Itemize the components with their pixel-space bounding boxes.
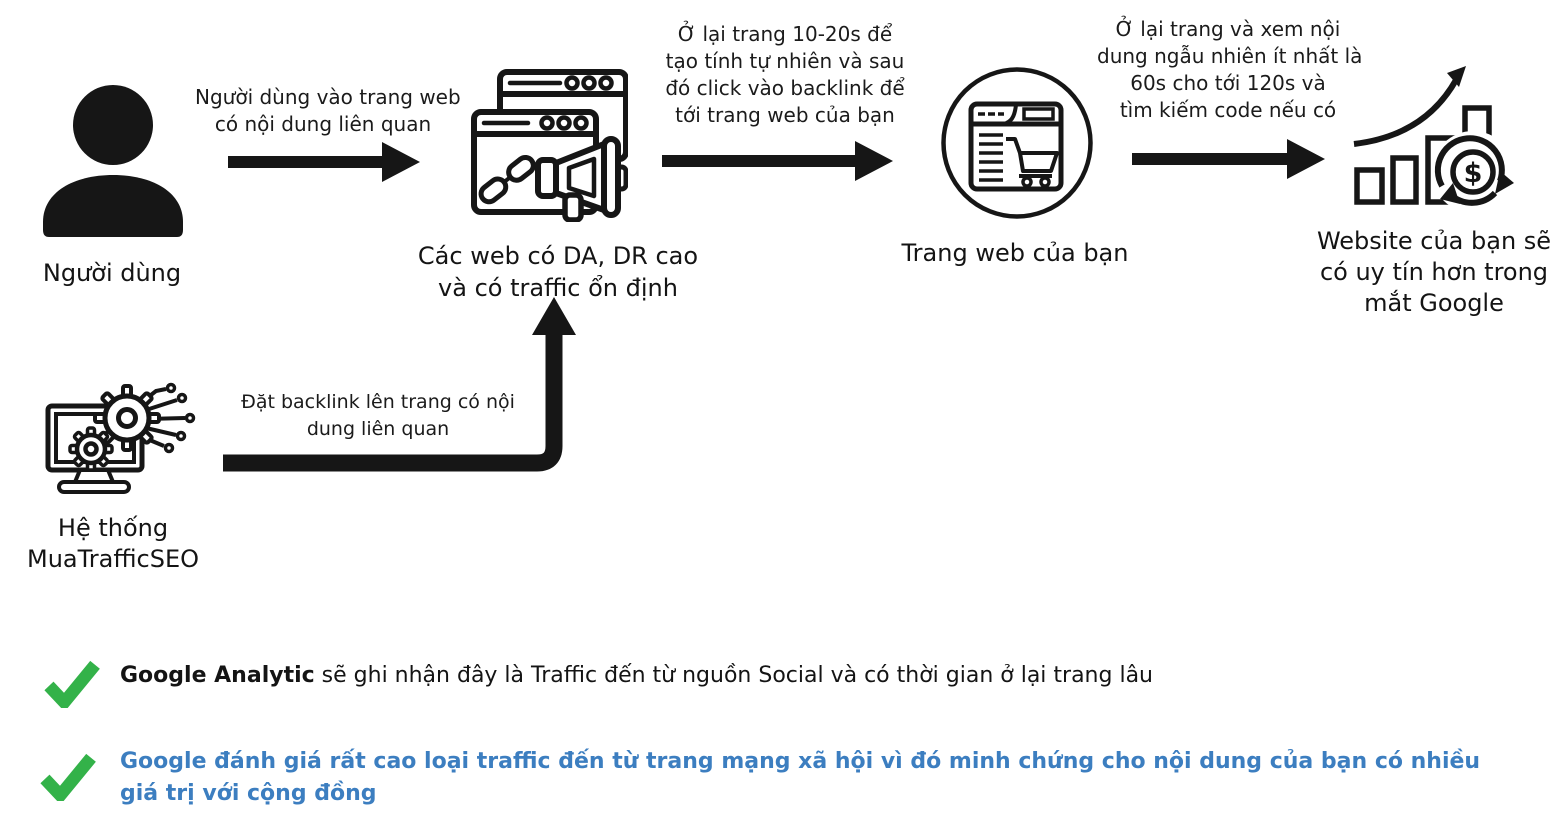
check-icon: [44, 660, 100, 708]
arrow3-line: tìm kiếm code nếu có: [1119, 98, 1337, 122]
webs-label-line: và có traffic ổn định: [438, 274, 678, 302]
arrow4-line: dung liên quan: [306, 418, 450, 440]
arrow-user-to-webs-label: Người dùng vào trang web có nội dung liê…: [195, 84, 461, 138]
arrow2-line: tạo tính tự nhiên và sau: [665, 49, 905, 73]
note-1-text: sẽ ghi nhận đây là Traffic đến từ nguồn …: [314, 663, 1153, 688]
site-label: Trang web của bạn: [890, 237, 1140, 269]
arrow-site-to-growth: [1132, 139, 1325, 179]
site-label-text: Trang web của bạn: [901, 239, 1129, 267]
arrow2-line: đó click vào backlink để: [665, 76, 905, 100]
user-label: Người dùng: [12, 257, 212, 289]
browser-windows-link-megaphone-icon: [468, 62, 628, 222]
user-label-text: Người dùng: [42, 259, 182, 287]
check-icon: [40, 753, 96, 801]
arrow-system-to-webs-label: Đặt backlink lên trang có nội dung liên …: [233, 389, 523, 443]
growth-label-line: có uy tín hơn trong: [1319, 258, 1549, 286]
system-label-line: MuaTrafficSEO: [26, 545, 200, 573]
arrow3-line: dung ngẫu nhiên ít nhất là: [1097, 44, 1363, 68]
note-2: Google đánh giá rất cao loại traffic đến…: [120, 746, 1520, 810]
website-cart-circle-icon: [940, 66, 1094, 220]
megaphone-icon: [535, 136, 628, 222]
person-icon: [40, 84, 186, 238]
arrow1-line: Người dùng vào trang web: [195, 85, 461, 109]
note-1-bold: Google Analytic: [120, 663, 315, 688]
growth-label-line: mắt Google: [1364, 289, 1504, 317]
gear-icon: [68, 426, 114, 472]
arrow1-line: có nội dung liên quan: [214, 112, 432, 136]
arrow3-line: Ở lại trang và xem nội: [1115, 17, 1341, 41]
arrow-webs-to-site-label: Ở lại trang 10-20s để tạo tính tự nhiên …: [663, 21, 907, 129]
arrow-site-to-growth-label: Ở lại trang và xem nội dung ngẫu nhiên í…: [1097, 16, 1363, 124]
computer-gears-circuit-icon: [42, 378, 202, 503]
note-1: Google Analytic sẽ ghi nhận đây là Traff…: [120, 661, 1540, 691]
webs-label: Các web có DA, DR cao và có traffic ổn đ…: [398, 240, 718, 304]
link-icon: [478, 154, 536, 205]
arrow-system-to-webs: [215, 295, 585, 480]
dollar-symbol: $: [1464, 158, 1483, 189]
webs-label-line: Các web có DA, DR cao: [417, 242, 699, 270]
system-label: Hệ thống MuaTrafficSEO: [13, 513, 213, 575]
arrow2-line: Ở lại trang 10-20s để: [677, 22, 893, 46]
arrow-webs-to-site: [662, 141, 893, 181]
growth-label-line: Website của bạn sẽ: [1316, 227, 1552, 255]
arrow-user-to-webs: [228, 142, 420, 182]
arrow3-line: 60s cho tới 120s và: [1130, 71, 1326, 95]
shopping-cart-icon: [1006, 137, 1059, 188]
system-label-line: Hệ thống: [57, 514, 169, 542]
growth-chart-money-cycle-icon: $: [1348, 64, 1538, 214]
arrow4-line: Đặt backlink lên trang có nội: [241, 391, 515, 413]
note-2-text: Google đánh giá rất cao loại traffic đến…: [120, 749, 1481, 806]
arrow2-line: tới trang web của bạn: [675, 103, 895, 127]
growth-label: Website của bạn sẽ có uy tín hơn trong m…: [1316, 226, 1552, 319]
